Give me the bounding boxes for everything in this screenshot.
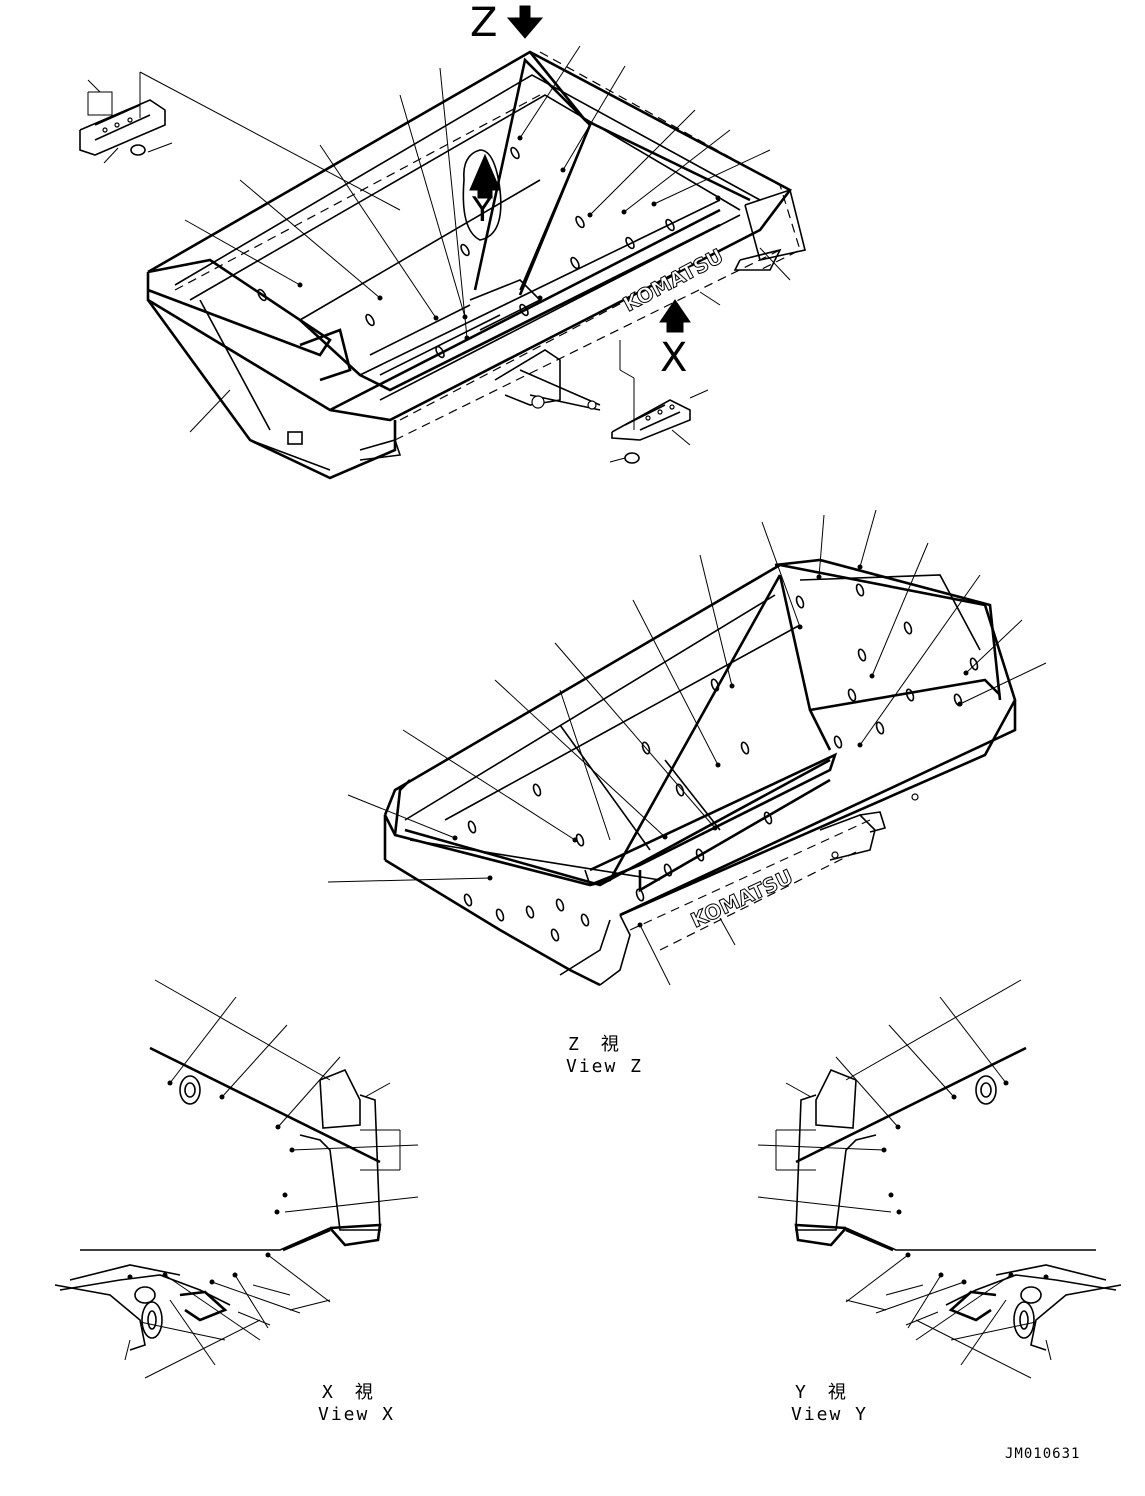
view-x-jp-label: X 視 xyxy=(322,1382,375,1403)
view-z-jp-label: Z 視 xyxy=(568,1034,621,1055)
detail-view-y xyxy=(757,979,1122,1379)
marker-x-label: X xyxy=(660,335,688,381)
marker-y-label: Y xyxy=(472,190,493,230)
dump-body-top-view xyxy=(79,5,806,480)
view-y-en-label: View Y xyxy=(791,1404,869,1425)
dump-body-view-z xyxy=(327,509,1047,987)
view-z-en-label: View Z xyxy=(566,1056,644,1077)
view-x-en-label: View X xyxy=(318,1404,396,1425)
view-y-jp-label: Y 視 xyxy=(795,1382,848,1403)
marker-z-label: Z xyxy=(470,0,498,46)
drawing-number: JM010631 xyxy=(1005,1446,1081,1462)
detail-view-x xyxy=(54,979,419,1379)
detail-bracket-x xyxy=(609,340,709,464)
detail-bracket-y xyxy=(79,72,173,164)
